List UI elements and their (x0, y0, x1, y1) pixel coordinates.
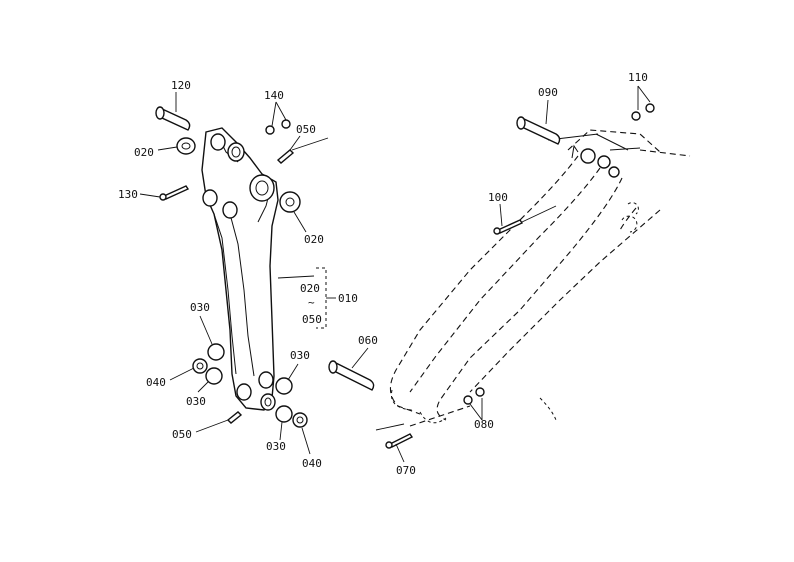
callout-030-upper-right: 030 (290, 349, 310, 362)
callout-140: 140 (264, 89, 284, 102)
callout-050-top: 050 (296, 123, 316, 136)
bolt-100 (493, 219, 524, 235)
callout-030-lower-right: 030 (266, 440, 286, 453)
callout-labels: 120 140 050 020 130 020 020 ~ 050 010 03… (118, 71, 648, 477)
grease-fittings-080 (463, 387, 485, 405)
callout-020-range: 020 (300, 282, 320, 295)
callout-range-mark: ~ (308, 296, 315, 309)
callout-090: 090 (538, 86, 558, 99)
callout-040-right: 040 (302, 457, 322, 470)
callout-080: 080 (474, 418, 494, 431)
arm-assembly (201, 127, 279, 411)
callout-030-lower-left: 030 (186, 395, 206, 408)
pin-090 (516, 116, 561, 145)
callout-020-left: 020 (134, 146, 154, 159)
bushing-040-right (292, 412, 308, 428)
callout-010: 010 (338, 292, 358, 305)
grease-fittings-140 (265, 119, 291, 135)
callout-050-bottom: 050 (172, 428, 192, 441)
bushing-030-lower-left (205, 367, 223, 385)
boom-assembly (389, 129, 691, 427)
bushing-020-left (176, 137, 196, 155)
callout-040-left: 040 (146, 376, 166, 389)
pin-120 (155, 106, 191, 131)
callout-100: 100 (488, 191, 508, 204)
callout-070: 070 (396, 464, 416, 477)
callout-030-upper-left: 030 (190, 301, 210, 314)
grease-fittings-110 (631, 103, 655, 121)
callout-110: 110 (628, 71, 648, 84)
bushing-040-left (192, 358, 208, 374)
bushing-030-upper-right (275, 377, 293, 395)
callout-050-range: 050 (302, 313, 322, 326)
bushing-020-right (279, 191, 301, 213)
leader-lines-left (139, 92, 336, 455)
leader-lines-right (351, 85, 651, 463)
pin-050-bottom (226, 411, 243, 424)
callout-060: 060 (358, 334, 378, 347)
pin-050-top (276, 149, 295, 164)
pin-060 (328, 360, 375, 391)
callout-130: 130 (118, 188, 138, 201)
callout-020-right: 020 (304, 233, 324, 246)
callout-120: 120 (171, 79, 191, 92)
bushing-030-lower-right (275, 405, 293, 423)
bolt-130 (159, 185, 190, 201)
bolt-070 (385, 433, 414, 449)
bushing-030-upper-left (207, 343, 225, 361)
